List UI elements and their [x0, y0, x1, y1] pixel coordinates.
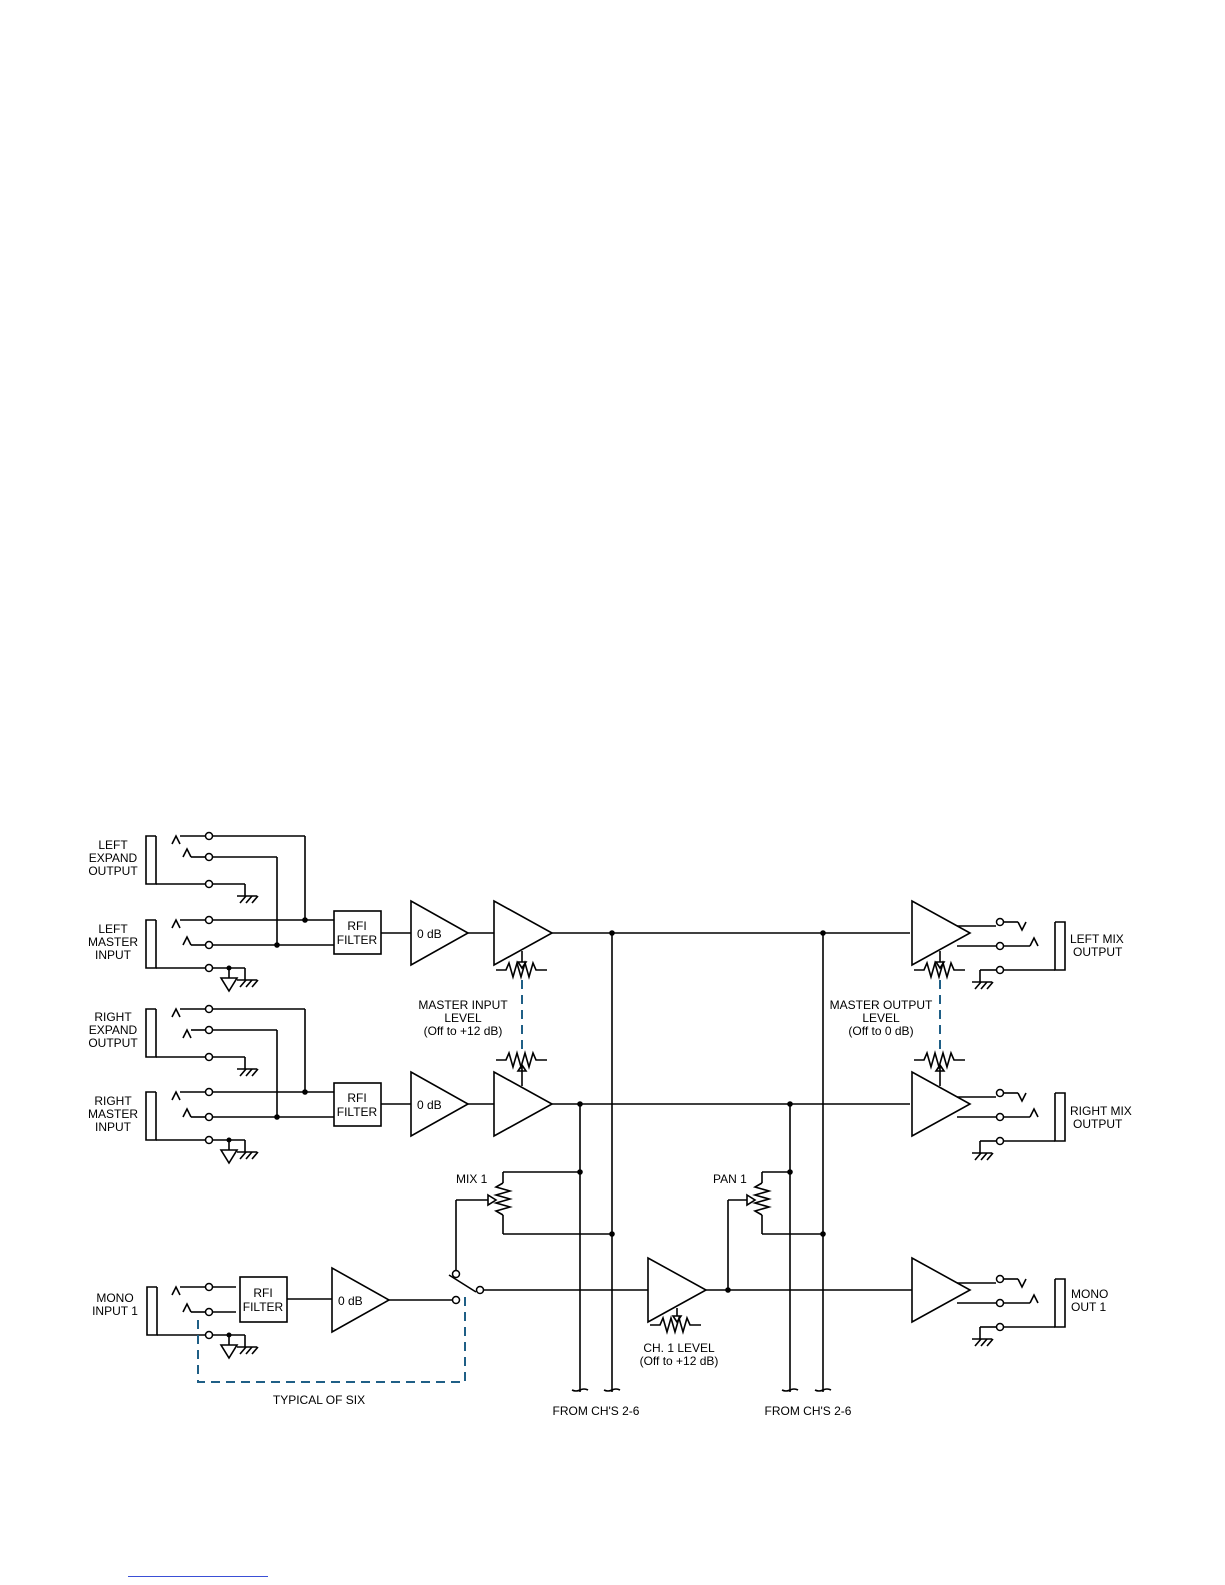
typical-channel-outline	[197, 1296, 466, 1383]
rfi-filter-mono: RFI FILTER	[239, 1276, 288, 1323]
label-from-channels-left: FROM CH'S 2-6	[553, 1404, 640, 1418]
master-input-amp-left	[493, 899, 554, 980]
svg-text:RFI: RFI	[347, 919, 366, 933]
svg-text:(Off to 0 dB): (Off to 0 dB)	[848, 1024, 913, 1038]
master-output-amp-left	[911, 899, 972, 980]
jack-label-right-expand-output: RIGHT EXPAND OUTPUT	[88, 1010, 138, 1050]
gain-buffer-left: 0 dB	[410, 899, 470, 967]
pan-pot	[727, 1169, 826, 1290]
svg-text:RFI: RFI	[347, 1091, 366, 1105]
svg-text:0 dB: 0 dB	[338, 1294, 363, 1308]
svg-text:OUTPUT: OUTPUT	[88, 1036, 138, 1050]
label-pan: PAN 1	[713, 1172, 747, 1186]
svg-text:OUTPUT: OUTPUT	[88, 864, 138, 878]
jack-symbol-left-master-input	[145, 915, 259, 993]
master-output-amp-right	[911, 1050, 972, 1138]
svg-text:FILTER: FILTER	[337, 1105, 378, 1119]
svg-text:0 dB: 0 dB	[417, 927, 442, 941]
wiring-right-input	[213, 1008, 334, 1120]
wiring-left-input	[213, 835, 334, 948]
jack-label-mono-input: MONO INPUT 1	[92, 1291, 138, 1318]
svg-text:LEFT: LEFT	[98, 838, 128, 852]
svg-text:MONO: MONO	[1071, 1287, 1108, 1301]
svg-text:MASTER INPUT: MASTER INPUT	[418, 998, 508, 1012]
label-mix: MIX 1	[456, 1172, 488, 1186]
svg-text:LEVEL: LEVEL	[862, 1011, 900, 1025]
svg-text:RIGHT: RIGHT	[94, 1010, 132, 1024]
svg-text:MASTER OUTPUT: MASTER OUTPUT	[830, 998, 933, 1012]
svg-text:(Off to +12 dB): (Off to +12 dB)	[640, 1354, 719, 1368]
right-mix-bus	[552, 1101, 910, 1392]
master-input-amp-right	[493, 1050, 554, 1138]
label-master-output-level: MASTER OUTPUT LEVEL (Off to 0 dB)	[830, 998, 933, 1038]
channel-level-amp	[647, 1256, 708, 1335]
svg-text:RIGHT MIX: RIGHT MIX	[1070, 1104, 1132, 1118]
left-mix-bus	[552, 930, 910, 1392]
svg-text:(Off to +12 dB): (Off to +12 dB)	[424, 1024, 503, 1038]
jack-symbol-right-mix-output	[957, 1088, 1066, 1161]
svg-text:MASTER: MASTER	[88, 935, 138, 949]
jack-label-right-master-input: RIGHT MASTER INPUT	[88, 1094, 138, 1134]
svg-text:CH. 1 LEVEL: CH. 1 LEVEL	[643, 1341, 715, 1355]
svg-text:MONO: MONO	[96, 1291, 133, 1305]
label-channel-level: CH. 1 LEVEL (Off to +12 dB)	[640, 1341, 719, 1368]
svg-text:RFI: RFI	[253, 1286, 272, 1300]
jack-label-mono-out: MONO OUT 1	[1071, 1287, 1108, 1314]
jack-label-right-mix-output: RIGHT MIX OUTPUT	[1070, 1104, 1132, 1131]
jack-label-left-expand-output: LEFT EXPAND OUTPUT	[88, 838, 138, 878]
svg-text:INPUT: INPUT	[95, 948, 132, 962]
jack-symbol-left-mix-output	[957, 917, 1066, 990]
jack-symbol-right-expand-output	[145, 1004, 259, 1077]
jack-label-left-mix-output: LEFT MIX OUTPUT	[1070, 932, 1124, 959]
svg-text:0 dB: 0 dB	[417, 1098, 442, 1112]
svg-text:LEVEL: LEVEL	[444, 1011, 482, 1025]
label-from-channels-right: FROM CH'S 2-6	[765, 1404, 852, 1418]
rfi-filter-right: RFI FILTER	[333, 1082, 382, 1127]
rfi-filter-left: RFI FILTER	[333, 910, 382, 955]
svg-text:OUTPUT: OUTPUT	[1073, 1117, 1123, 1131]
jack-symbol-mono-input	[146, 1282, 259, 1360]
svg-text:INPUT 1: INPUT 1	[92, 1304, 138, 1318]
jack-symbol-left-expand-output	[145, 831, 259, 904]
svg-text:RIGHT: RIGHT	[94, 1094, 132, 1108]
label-typical-of-six: TYPICAL OF SIX	[273, 1393, 365, 1407]
bus-break-marks	[571, 1388, 832, 1392]
mono-switch	[389, 1269, 648, 1305]
footer-rule	[128, 1576, 268, 1577]
svg-text:FILTER: FILTER	[243, 1300, 284, 1314]
svg-text:LEFT: LEFT	[98, 922, 128, 936]
svg-text:OUTPUT: OUTPUT	[1073, 945, 1123, 959]
gain-buffer-right: 0 dB	[410, 1070, 470, 1138]
svg-text:OUT 1: OUT 1	[1071, 1300, 1106, 1314]
jack-label-left-master-input: LEFT MASTER INPUT	[88, 922, 138, 962]
svg-text:MASTER: MASTER	[88, 1107, 138, 1121]
mono-output-amp	[911, 1256, 972, 1324]
label-master-input-level: MASTER INPUT LEVEL (Off to +12 dB)	[418, 998, 508, 1038]
svg-text:FILTER: FILTER	[337, 933, 378, 947]
mix-pot	[455, 1169, 615, 1270]
svg-text:LEFT MIX: LEFT MIX	[1070, 932, 1124, 946]
gain-buffer-mono: 0 dB	[331, 1266, 391, 1334]
jack-symbol-right-master-input	[145, 1087, 259, 1165]
jack-symbol-mono-out	[957, 1274, 1066, 1347]
svg-text:EXPAND: EXPAND	[89, 1023, 138, 1037]
svg-text:EXPAND: EXPAND	[89, 851, 138, 865]
svg-text:INPUT: INPUT	[95, 1120, 132, 1134]
